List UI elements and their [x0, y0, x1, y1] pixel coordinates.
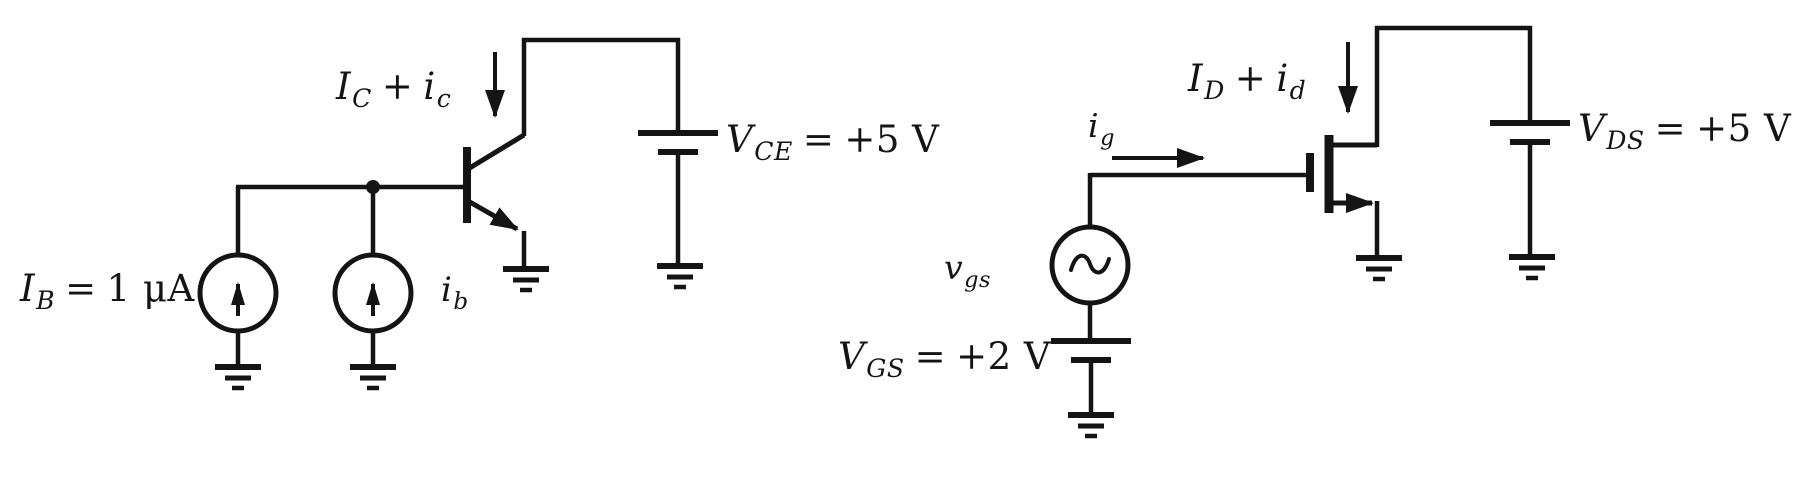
- vds-label: VDS=+5 V: [1578, 107, 1792, 156]
- ground-icon: [350, 364, 396, 391]
- vce-label: VCE=+5 V: [726, 118, 940, 167]
- bjt-circuit: [197, 37, 718, 391]
- ground-icon: [1509, 254, 1555, 281]
- gate-signal-label: vgs: [944, 248, 992, 293]
- ground-icon: [1356, 255, 1402, 282]
- current-source-ib-dc: [197, 252, 279, 391]
- ground-icon: [503, 266, 549, 293]
- base-signal-current-label: ib: [441, 270, 469, 315]
- battery-vgs: [1051, 338, 1131, 439]
- ac-source-vgs: [1049, 224, 1131, 340]
- npn-transistor-icon: [463, 132, 526, 232]
- ground-icon: [215, 364, 261, 391]
- collector-current-label: IC+ic: [336, 65, 452, 114]
- nmos-transistor-icon: [1306, 135, 1377, 213]
- battery-vds: [1490, 26, 1570, 281]
- collector-lead: [466, 132, 526, 172]
- junction-dot: [366, 180, 380, 194]
- ground-icon: [1068, 412, 1114, 439]
- mosfet-circuit: [1049, 25, 1570, 439]
- emitter-lead-arrow: [466, 198, 519, 232]
- sine-icon: [1069, 253, 1111, 275]
- base-bias-current-label: IB=1 μA: [20, 267, 195, 316]
- current-source-ib-ac: [332, 252, 414, 391]
- vgs-label: VGS=+2 V: [838, 335, 1052, 384]
- battery-vce: [638, 38, 718, 290]
- ground-icon: [657, 263, 703, 290]
- drain-current-label: ID+id: [1188, 57, 1307, 106]
- gate-current-label: ig: [1088, 106, 1115, 151]
